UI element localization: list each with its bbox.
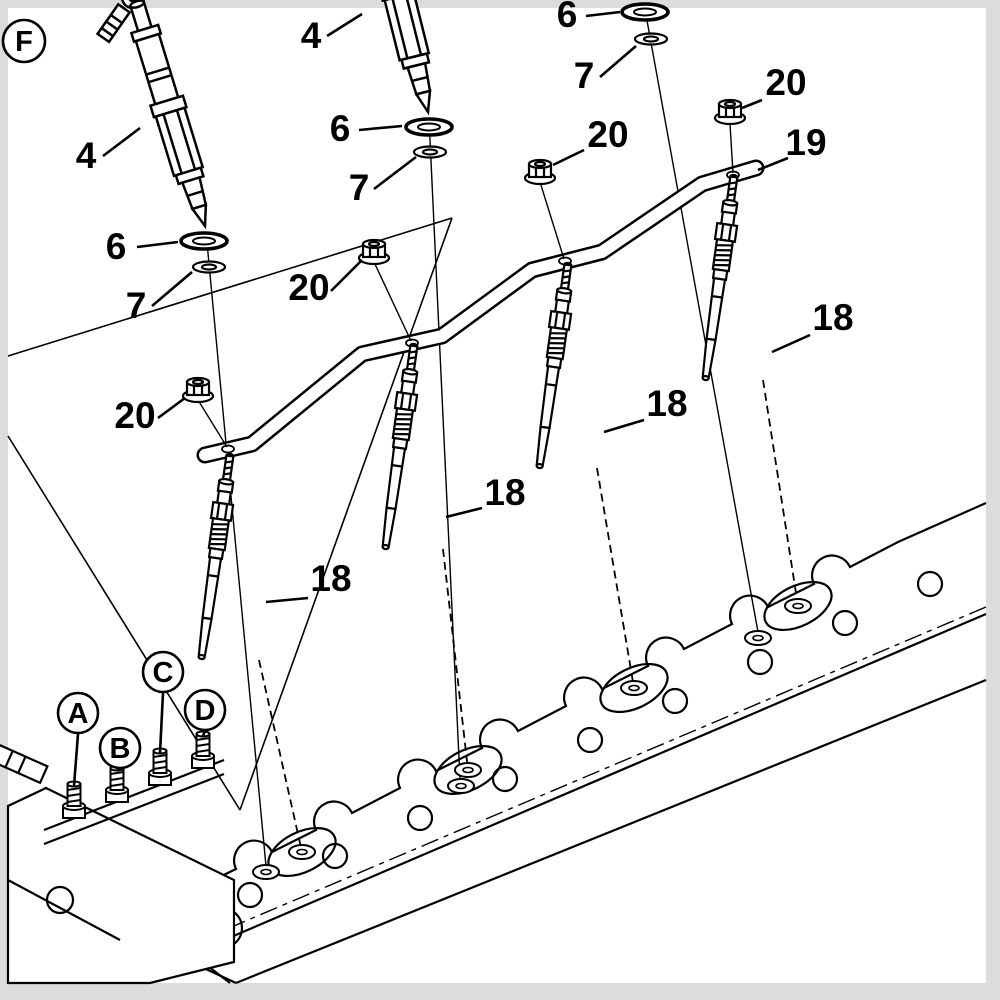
glow-plug-port-2 [454, 762, 482, 778]
glow-plug-port-3 [620, 680, 648, 696]
callout-washer7-1: 7 [126, 285, 147, 326]
glow-plug-port-4 [784, 598, 812, 614]
callout-nut-2: 20 [288, 267, 329, 308]
head-gasket-edge [167, 501, 987, 903]
glow-plug-center-lines [258, 379, 799, 853]
callout-glow-plug-1: 18 [310, 558, 351, 599]
circle-d [183, 688, 227, 732]
callout-glow-plug-4: 18 [812, 297, 853, 338]
ref-letter-c: C [153, 657, 174, 689]
paper-background [8, 8, 986, 983]
callout-washer6-2: 6 [330, 108, 351, 149]
circle-a [56, 691, 100, 735]
leader-lines [72, 10, 811, 787]
circled-letters [1, 18, 227, 770]
ref-letter-d: D [195, 695, 216, 727]
washer-7-stack-1 [191, 260, 227, 274]
callout-strap: 19 [785, 122, 826, 163]
head-center-line [195, 606, 987, 943]
circle-f [1, 18, 47, 64]
pipe-fitting [0, 743, 49, 785]
circle-b [98, 726, 142, 770]
ref-letter-f: F [15, 26, 33, 58]
callout-washer7-2: 7 [349, 167, 370, 208]
glow-plug-port-1 [288, 844, 316, 860]
strap-hole-1 [221, 444, 235, 454]
injector-center-lines [205, 3, 759, 867]
flange-nut-2 [357, 238, 391, 266]
nut-assembly-lines [197, 123, 734, 448]
flange-nut-3 [523, 158, 557, 186]
washer-6-stack-2 [404, 117, 454, 137]
callout-glow-plug-2: 18 [484, 472, 525, 513]
callout-washer7-3: 7 [574, 55, 595, 96]
washer-7-stack-2 [412, 145, 448, 159]
callout-nut-1: 20 [114, 395, 155, 436]
washer-7-stack-3 [633, 32, 669, 46]
injector-port-3 [744, 630, 772, 646]
callout-glow-plug-3: 18 [646, 383, 687, 424]
callout-injector-2: 4 [301, 15, 322, 56]
circle-c [141, 650, 185, 694]
callout-washer6-3: 6 [557, 0, 578, 35]
washer-6-stack-3 [620, 2, 670, 22]
injector-port-1 [252, 864, 280, 880]
callout-nut-3: 20 [587, 114, 628, 155]
ref-letter-a: A [68, 698, 89, 730]
callout-washer6-1: 6 [106, 226, 127, 267]
fuel-pump-block [0, 743, 236, 985]
flange-nut-4 [713, 98, 747, 126]
callout-injector-1: 4 [76, 135, 97, 176]
washer-6-stack-1 [179, 231, 229, 251]
ref-letter-b: B [110, 733, 131, 765]
flange-nut-1 [181, 376, 215, 404]
injector-port-2 [447, 778, 475, 794]
callout-nut-4: 20 [765, 62, 806, 103]
